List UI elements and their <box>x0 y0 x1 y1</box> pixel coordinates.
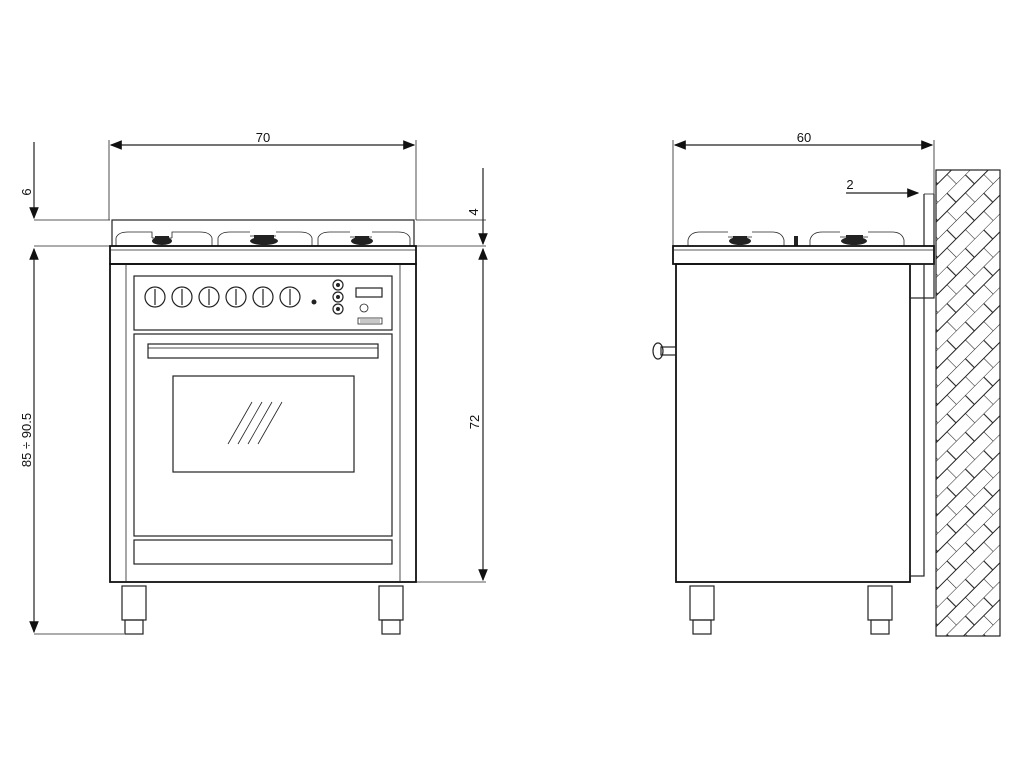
body-height-label: 72 <box>467 415 482 429</box>
oven-window <box>172 375 355 473</box>
knob-1 <box>144 286 166 308</box>
indicator-light <box>311 299 317 305</box>
side-hob-top <box>672 245 935 265</box>
total-height-dimension: 85 ÷ 90.5 <box>19 247 124 635</box>
clock-display <box>355 287 383 298</box>
top-offset-label: 6 <box>19 188 34 195</box>
storage-drawer <box>133 539 393 565</box>
front-legs <box>121 585 404 635</box>
top-offset-dimension: 6 <box>19 142 110 221</box>
knob-6 <box>279 286 301 308</box>
side-depth-dimension: 60 <box>672 130 935 246</box>
hob-top <box>109 245 417 265</box>
front-burners <box>115 231 411 246</box>
side-knob <box>652 342 677 360</box>
knob-3 <box>198 286 220 308</box>
knob-5 <box>252 286 274 308</box>
glass-reflection <box>227 401 283 445</box>
front-width-dimension: 70 <box>108 130 417 220</box>
timer-buttons <box>332 279 344 315</box>
body-height-dimension: 72 <box>416 247 488 583</box>
side-burners <box>687 231 905 246</box>
control-panel <box>133 275 393 331</box>
front-width-label: 70 <box>256 130 270 145</box>
knob-4 <box>225 286 247 308</box>
total-height-label: 85 ÷ 90.5 <box>19 413 34 467</box>
hob-thickness-dimension: 4 <box>416 168 488 246</box>
oven-door <box>133 333 393 537</box>
side-legs <box>689 585 893 635</box>
door-handle <box>147 343 379 359</box>
side-depth-label: 60 <box>797 130 811 145</box>
side-back-panel <box>909 263 925 577</box>
hob-thickness-label: 4 <box>466 208 481 215</box>
control-knobs <box>144 286 301 308</box>
front-view: 70 6 4 85 ÷ 90.5 72 <box>19 130 488 635</box>
wall <box>935 169 1001 637</box>
knob-2 <box>171 286 193 308</box>
wall-gap-label: 2 <box>846 177 853 192</box>
clock-knob <box>359 303 369 313</box>
side-view: 60 2 <box>652 130 1001 637</box>
brand-logo <box>357 317 383 325</box>
side-body <box>675 263 911 583</box>
oven-body <box>109 263 417 583</box>
